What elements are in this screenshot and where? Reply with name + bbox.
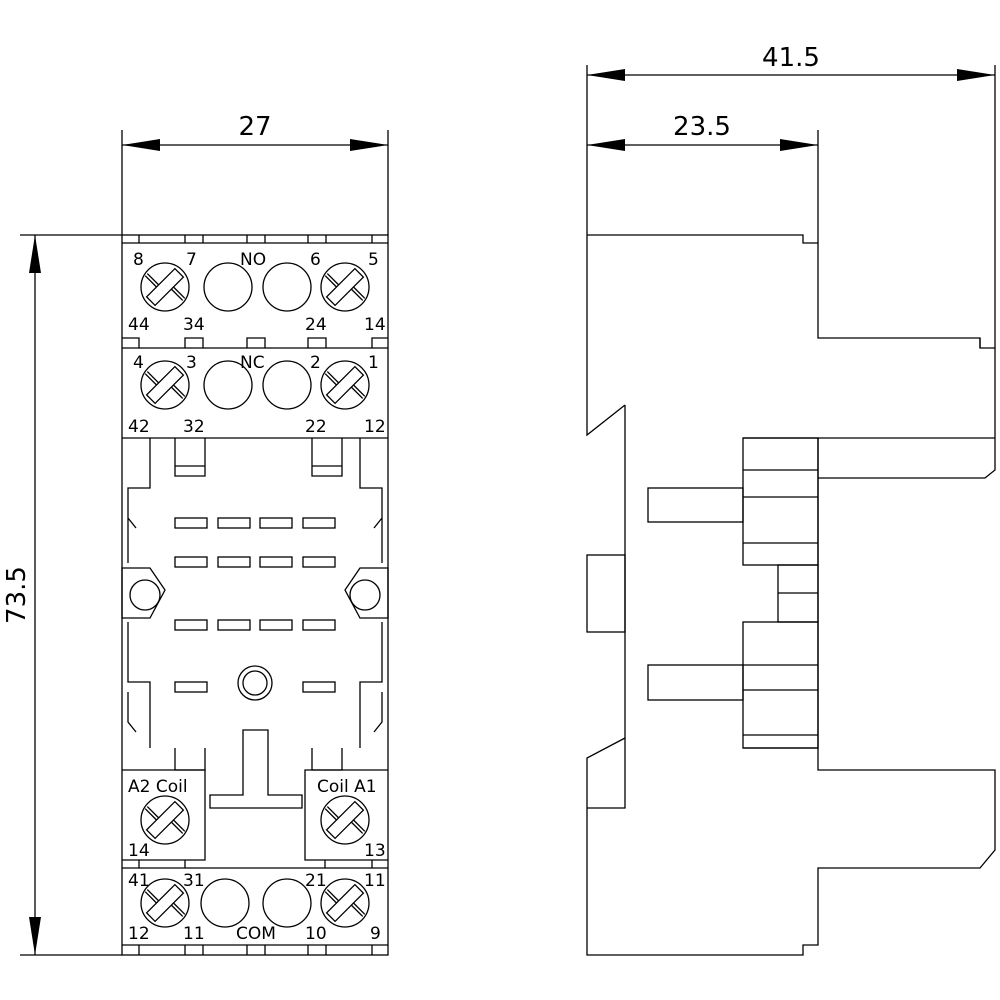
- coil-label-right: Coil A1: [317, 777, 377, 797]
- dimension-label: 27: [238, 112, 271, 142]
- arrow-icon: [587, 139, 625, 151]
- terminal-label: 24: [305, 315, 327, 335]
- dimension-width-27: 27: [121, 112, 389, 235]
- terminal-label: 14: [364, 315, 386, 335]
- terminal-label: 34: [183, 315, 205, 335]
- terminal-hole: [262, 360, 312, 410]
- terminal-label: NO: [240, 250, 266, 270]
- terminal-label: 12: [364, 417, 386, 437]
- mounting-hole-right: [349, 579, 381, 611]
- pin-slots: [174, 517, 336, 693]
- dimension-side-23-5: 23.5: [587, 112, 819, 243]
- dimension-side-41-5: 41.5: [586, 43, 996, 348]
- arrow-icon: [587, 69, 625, 81]
- t-bar: [209, 729, 303, 809]
- terminal-label: 41: [128, 871, 150, 891]
- terminal-label: 8: [133, 250, 144, 270]
- dimension-label: 41.5: [762, 43, 820, 73]
- dimension-height-73-5: 73.5: [2, 234, 122, 956]
- terminal-label: 14: [128, 841, 150, 861]
- arrow-icon: [957, 69, 995, 81]
- terminal-hole: [200, 878, 250, 928]
- terminal-hole: [203, 360, 253, 410]
- terminal-label: 10: [305, 924, 327, 944]
- terminal-hole: [262, 262, 312, 312]
- terminal-hole: [203, 262, 253, 312]
- terminal-label: 22: [305, 417, 327, 437]
- contact-block-lower: [742, 621, 819, 749]
- terminal-label: 12: [128, 924, 150, 944]
- terminal-label: COM: [236, 924, 276, 944]
- coil-label-left: A2 Coil: [128, 777, 188, 797]
- rail-clip: [586, 554, 626, 633]
- screw-terminal-icon: [314, 354, 376, 416]
- terminal-label: 13: [364, 841, 386, 861]
- front-view: 8 7 NO 6 5 44 34 24 14 4 3 NC 2 1 42 32 …: [121, 234, 389, 956]
- terminal-label: 1: [368, 353, 379, 373]
- mounting-hole-left: [129, 579, 161, 611]
- terminal-label: 4: [133, 353, 144, 373]
- pin-lower: [647, 664, 744, 701]
- terminal-label: 11: [364, 871, 386, 891]
- pin-upper: [647, 487, 744, 523]
- center-pin-hole: [237, 665, 273, 701]
- terminal-label: 11: [183, 924, 205, 944]
- dimension-label: 23.5: [673, 112, 731, 142]
- arrow-icon: [350, 139, 388, 151]
- terminal-label: 31: [183, 871, 205, 891]
- terminal-label: 2: [310, 353, 321, 373]
- contact-block-upper: [742, 437, 819, 566]
- side-view: [586, 234, 996, 956]
- arrow-icon: [122, 139, 160, 151]
- terminal-label: 7: [186, 250, 197, 270]
- screw-terminal-icon: [314, 256, 376, 318]
- terminal-label: 21: [305, 871, 327, 891]
- terminal-label: 32: [183, 417, 205, 437]
- terminal-label: NC: [240, 353, 265, 373]
- terminal-hole: [262, 878, 312, 928]
- arrow-icon: [780, 139, 818, 151]
- terminal-label: 3: [186, 353, 197, 373]
- terminal-label: 5: [368, 250, 379, 270]
- terminal-label: 6: [310, 250, 321, 270]
- terminal-label: 42: [128, 417, 150, 437]
- terminal-label: 9: [370, 924, 381, 944]
- dimension-label: 73.5: [2, 566, 32, 624]
- terminal-label: 44: [128, 315, 150, 335]
